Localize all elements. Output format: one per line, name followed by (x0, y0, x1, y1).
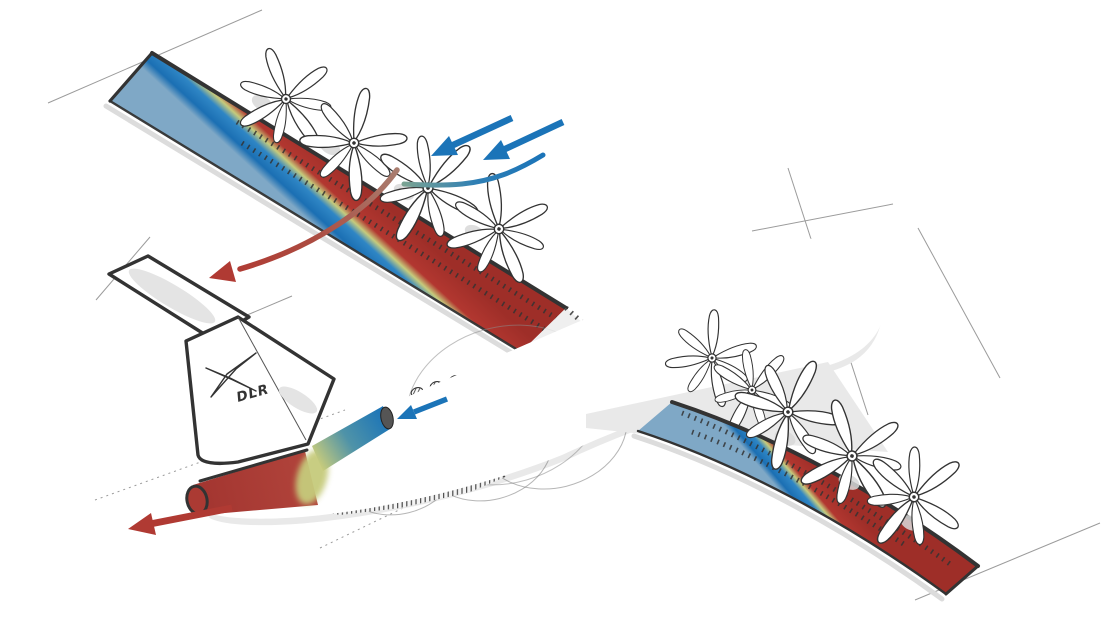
tail-propulsor (185, 406, 394, 516)
far-wing-flap-track-line (240, 140, 546, 332)
tail-exhaust-arrow (128, 504, 233, 535)
fuselage (192, 237, 885, 526)
vertical-fin: DLR (184, 315, 336, 465)
far-wing (103, 43, 568, 359)
freestream-inflow-arrow-1 (431, 115, 514, 156)
far-wing-trailing-shadow (103, 103, 520, 359)
near-wing-trailing-shadow (631, 433, 945, 602)
near-wing-tip-edge (944, 564, 980, 596)
wing-wake-arrow (209, 167, 400, 282)
tail: DLR (107, 254, 394, 516)
far-wing-pressure-surface (110, 53, 566, 352)
dlr-logo-star-icon (205, 352, 257, 398)
tail-fan-face (380, 406, 394, 430)
tail-fan-intake-arrow (397, 396, 449, 419)
propeller-intake-flow-line (401, 152, 546, 188)
far-wing-trailing-edge (108, 99, 523, 354)
near-wing (586, 297, 980, 602)
tail-exhaust-cone (193, 451, 318, 515)
near-wing-pressure-surface (638, 402, 978, 594)
tail-intake-stripe (312, 406, 390, 471)
flow-annotations (128, 115, 565, 535)
near-wing-trailing-edge (636, 429, 948, 596)
far-wing-tip-edge (108, 51, 154, 103)
freestream-inflow-arrow-2 (483, 119, 565, 160)
far-wing-flap-hinge-line (235, 119, 558, 321)
